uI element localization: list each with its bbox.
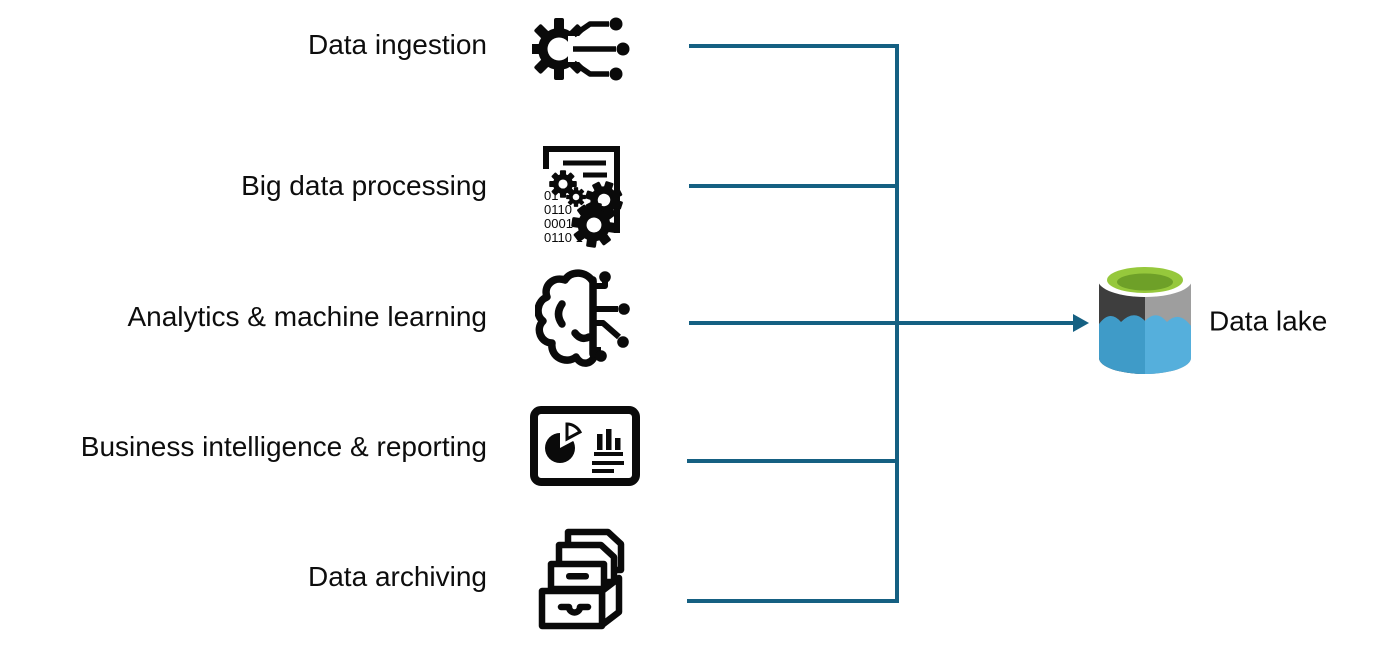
arrowhead-icon xyxy=(1073,314,1089,332)
binary-line-2: 0110 xyxy=(544,202,572,217)
binary-line-4: 0110 1 xyxy=(544,230,583,245)
source-label-bi-reporting: Business intelligence & reporting xyxy=(80,430,487,462)
water-right xyxy=(1145,315,1191,374)
lid-green-inner xyxy=(1117,273,1173,291)
document-gears-binary-icon: 01 0110 0001 0110 1 xyxy=(542,143,638,248)
binary-line-3: 0001 xyxy=(544,216,573,231)
data-lake-cylinder-icon xyxy=(1094,258,1194,378)
target-label-data-lake: Data lake xyxy=(1209,305,1328,337)
gear-circuit-icon xyxy=(532,12,640,88)
source-label-analytics-ml: Analytics & machine learning xyxy=(127,300,487,332)
dashboard-pie-bar-icon xyxy=(530,406,640,486)
source-label-data-ingestion: Data ingestion xyxy=(307,28,487,60)
archive-drawer-icon xyxy=(538,520,632,632)
water-left xyxy=(1099,315,1145,374)
source-label-big-data-processing: Big data processing xyxy=(241,169,487,201)
brain-circuit-icon xyxy=(535,266,637,374)
source-label-data-archiving: Data archiving xyxy=(308,560,487,592)
